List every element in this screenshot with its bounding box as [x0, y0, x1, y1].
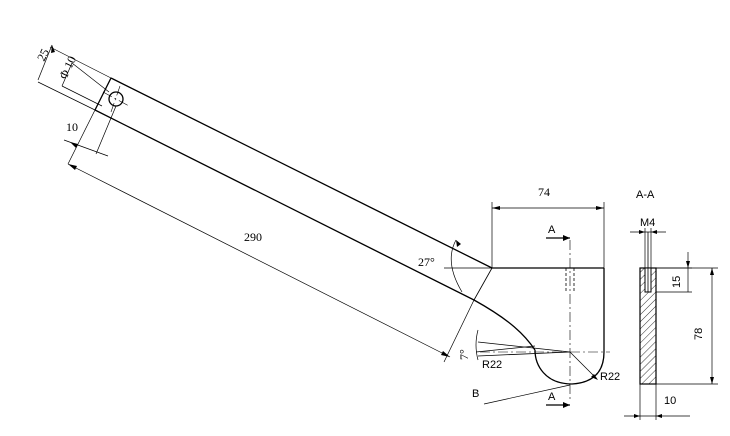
dim-phi10-label: Φ 10 — [56, 54, 79, 82]
dim-27-label: 27° — [418, 255, 435, 269]
dimension-290: 290 — [67, 163, 475, 363]
dimension-25: 25 — [34, 44, 112, 111]
radius-r22-left: R22 — [475, 345, 536, 371]
detail-b: B — [472, 384, 571, 405]
dim-m4-label: M4 — [640, 217, 655, 229]
r22-left-label: R22 — [482, 359, 502, 371]
section-a-top-label: A — [548, 224, 556, 236]
head-center-lines — [477, 240, 610, 400]
dim-290-label: 290 — [244, 230, 262, 244]
section-mark-top: A — [546, 224, 570, 241]
dim-10-top-label: 10 — [66, 120, 78, 134]
r22-right-label: R22 — [600, 371, 620, 383]
hook-head-outline — [473, 267, 605, 385]
dimension-27-deg: 27° — [418, 239, 492, 293]
dim-7-label: 7° — [457, 349, 471, 360]
detail-b-label: B — [472, 388, 479, 400]
dimension-78: 78 — [656, 267, 718, 385]
dimension-10-top: 10 — [63, 105, 117, 165]
dimension-74: 74 — [491, 185, 605, 268]
dimension-7-deg: 7° — [457, 329, 479, 361]
dimension-10-bottom: 10 — [624, 384, 690, 420]
radius-r22-right: R22 — [569, 351, 620, 383]
dim-15-label: 15 — [671, 276, 683, 288]
section-mark-bottom: A — [546, 391, 570, 408]
section-title: A-A — [636, 189, 655, 201]
section-a-bottom-label: A — [548, 391, 556, 403]
dim-25-label: 25 — [34, 46, 52, 63]
dimension-15: 15 — [656, 252, 692, 293]
arm-outline — [94, 77, 536, 351]
pin-hole — [102, 85, 130, 113]
dimension-m4: M4 — [630, 217, 666, 268]
dim-74-label: 74 — [538, 185, 550, 199]
section-view-aa: A-A — [636, 189, 657, 385]
dim-78-label: 78 — [693, 328, 705, 340]
dim-10-bottom-label: 10 — [664, 395, 676, 407]
